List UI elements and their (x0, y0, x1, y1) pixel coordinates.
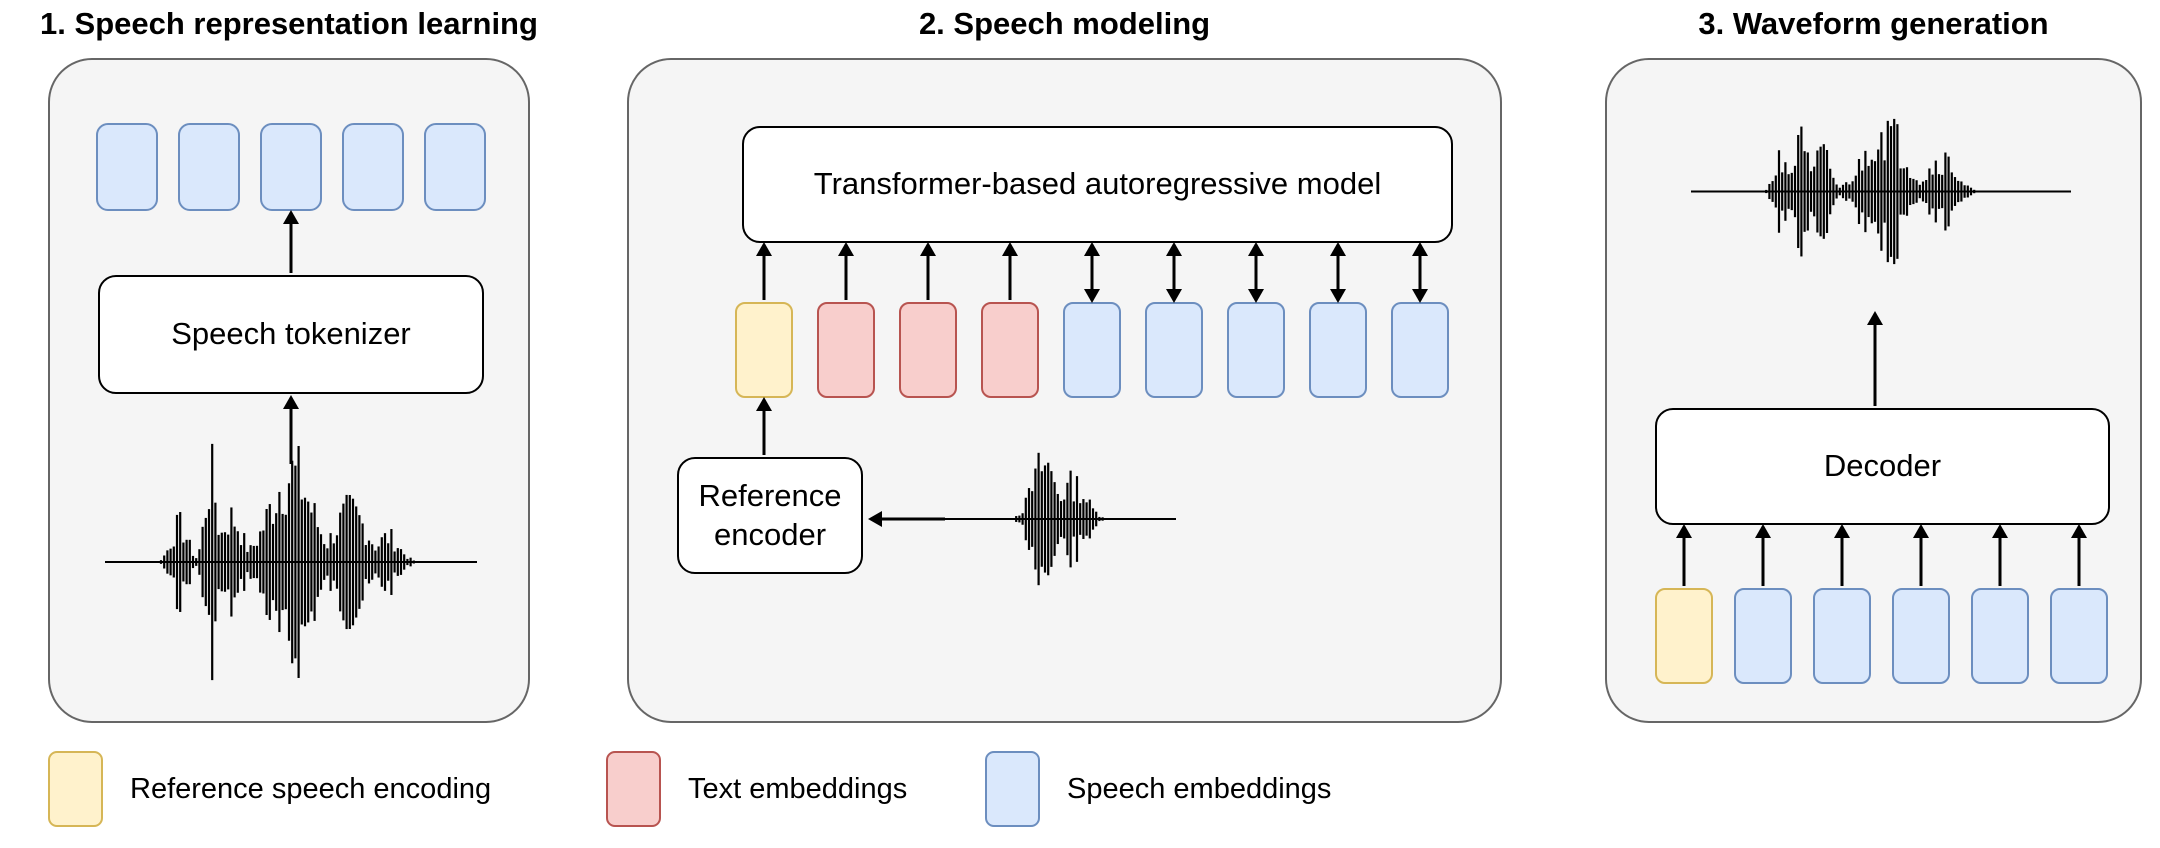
legend-label: Speech embeddings (1067, 772, 1332, 805)
token-cell (96, 123, 158, 211)
speech-embedding-row (96, 123, 486, 211)
input-speech-waveform (105, 443, 477, 681)
panel-speech-representation-learning: Speech tokenizer (48, 58, 530, 723)
up-arrow (2070, 524, 2088, 588)
panel2-title: 2. Speech modeling (918, 6, 1211, 41)
speech-embedding-token (1734, 588, 1792, 684)
token-cell (1892, 524, 1950, 684)
speech-embedding-token (1892, 588, 1950, 684)
speech-embedding-token (1391, 302, 1449, 398)
model-input-token-row (735, 242, 1449, 398)
speech-embedding-token (1813, 588, 1871, 684)
up-arrow (1866, 311, 1884, 408)
up-arrow (282, 395, 300, 466)
up-arrow (1991, 524, 2009, 588)
speech-embedding-token (1971, 588, 2029, 684)
speech-tokenizer-box: Speech tokenizer (98, 275, 484, 394)
up-arrow (755, 397, 773, 457)
token-cell (1309, 242, 1367, 398)
bidirectional-arrow (1247, 242, 1265, 303)
token-cell (1063, 242, 1121, 398)
up-arrow (1912, 524, 1930, 588)
token-cell (2050, 524, 2108, 684)
text-embedding-token (899, 302, 957, 398)
token-cell (1813, 524, 1871, 684)
token-cell (899, 242, 957, 398)
up-arrow (1675, 524, 1693, 588)
legend-label: Text embeddings (688, 772, 908, 805)
token-cell (735, 242, 793, 398)
bidirectional-arrow (1083, 242, 1101, 303)
legend-item-text: Text embeddings (606, 751, 907, 827)
speech-embedding-token (342, 123, 404, 211)
decoder-input-token-row (1655, 524, 2108, 684)
decoder-label: Decoder (1823, 448, 1942, 484)
text-embedding-token (817, 302, 875, 398)
panel-speech-modeling: Transformer-based autoregressive model R… (627, 58, 1502, 723)
speech-embedding-token (96, 123, 158, 211)
token-cell (981, 242, 1039, 398)
text-legend-swatch (606, 751, 661, 827)
reference-speech-waveform (941, 452, 1176, 586)
up-arrow (919, 242, 937, 302)
reference-encoder-label: Reference encoder (698, 477, 842, 552)
up-arrow (1754, 524, 1772, 588)
speech-embedding-token (2050, 588, 2108, 684)
token-cell (260, 123, 322, 211)
token-cell (424, 123, 486, 211)
token-cell (1971, 524, 2029, 684)
legend: Reference speech encoding Text embeddings… (0, 748, 2160, 848)
token-cell (1655, 524, 1713, 684)
speech-embedding-token (260, 123, 322, 211)
panel3-title: 3. Waveform generation (1698, 6, 2049, 41)
text-embedding-token (981, 302, 1039, 398)
legend-item-speech: Speech embeddings (985, 751, 1331, 827)
up-arrow (755, 242, 773, 302)
reference-encoder-box: Reference encoder (677, 457, 863, 574)
decoder-box: Decoder (1655, 408, 2110, 525)
token-cell (178, 123, 240, 211)
token-cell (342, 123, 404, 211)
reference-embedding-token (735, 302, 793, 398)
left-arrow (868, 510, 945, 528)
speech-legend-swatch (985, 751, 1040, 827)
token-cell (1734, 524, 1792, 684)
bidirectional-arrow (1411, 242, 1429, 303)
legend-item-reference: Reference speech encoding (48, 751, 491, 827)
transformer-model-box: Transformer-based autoregressive model (742, 126, 1453, 243)
up-arrow (1833, 524, 1851, 588)
speech-embedding-token (1145, 302, 1203, 398)
speech-embedding-token (424, 123, 486, 211)
up-arrow (1001, 242, 1019, 302)
bidirectional-arrow (1329, 242, 1347, 303)
token-cell (1145, 242, 1203, 398)
transformer-model-label: Transformer-based autoregressive model (813, 166, 1382, 202)
panel-waveform-generation: Decoder (1605, 58, 2142, 723)
panel1-title: 1. Speech representation learning (40, 6, 538, 41)
up-arrow (837, 242, 855, 302)
speech-tokenizer-label: Speech tokenizer (171, 316, 411, 352)
reference-legend-swatch (48, 751, 103, 827)
speech-embedding-token (178, 123, 240, 211)
speech-embedding-token (1309, 302, 1367, 398)
speech-embedding-token (1063, 302, 1121, 398)
generated-speech-waveform (1691, 118, 2071, 265)
up-arrow (282, 210, 300, 275)
speech-embedding-token (1227, 302, 1285, 398)
token-cell (1391, 242, 1449, 398)
legend-label: Reference speech encoding (130, 772, 492, 805)
token-cell (817, 242, 875, 398)
bidirectional-arrow (1165, 242, 1183, 303)
token-cell (1227, 242, 1285, 398)
reference-embedding-token (1655, 588, 1713, 684)
